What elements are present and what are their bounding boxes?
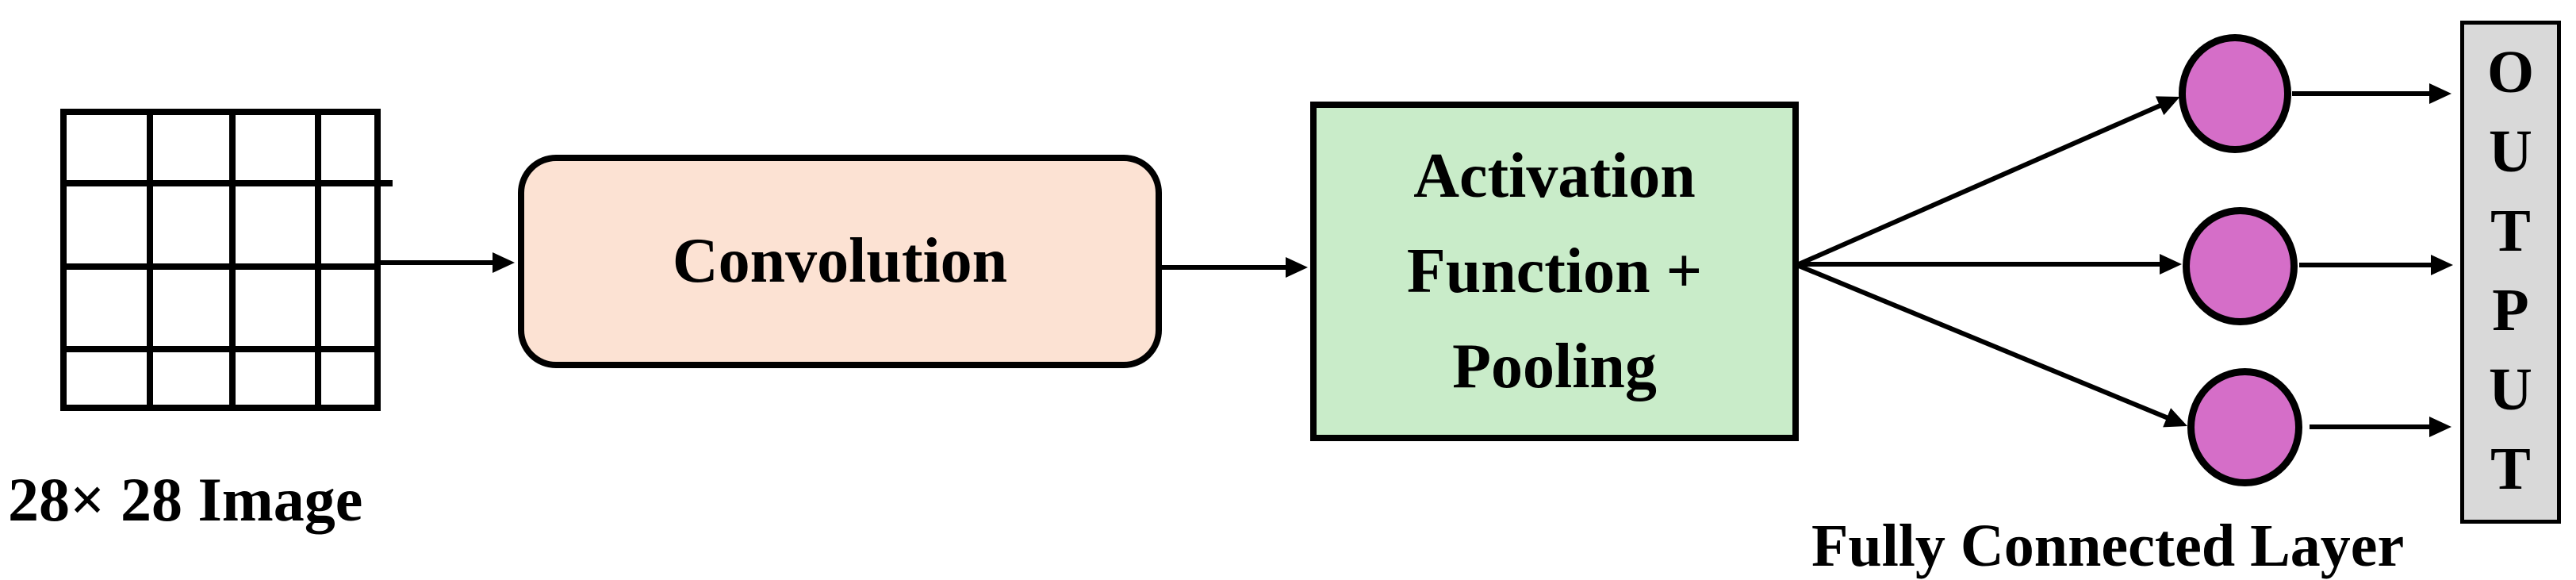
activation-line-2: Function + xyxy=(1406,236,1703,306)
grid-line xyxy=(60,263,381,270)
activation-pooling-box: Activation Function + Pooling xyxy=(1310,102,1799,441)
activation-pooling-label: Activation Function + Pooling xyxy=(1407,129,1702,414)
output-letter-6: T xyxy=(2490,436,2531,502)
grid-line xyxy=(374,109,381,411)
arrow-neuron-1-to-output xyxy=(2292,91,2430,96)
output-letter-4: P xyxy=(2492,277,2529,344)
convolution-label: Convolution xyxy=(672,226,1008,296)
grid-line xyxy=(60,180,381,186)
neuron-2 xyxy=(2183,207,2298,325)
arrow-neuron-3-to-output xyxy=(2310,424,2430,429)
arrow-activation-to-neuron-2 xyxy=(1799,262,2160,267)
convolution-box: Convolution xyxy=(518,155,1162,368)
grid-line xyxy=(147,109,153,411)
output-letter-5: U xyxy=(2489,356,2532,423)
grid-line xyxy=(315,109,321,411)
input-image-label: 28× 28 Image xyxy=(8,465,363,534)
arrow-neuron-2-to-output xyxy=(2299,263,2432,267)
grid-line-overhang xyxy=(381,180,393,186)
grid-line xyxy=(60,405,381,411)
arrow-activation-to-neuron-1 xyxy=(1797,103,2162,267)
input-image-grid xyxy=(60,109,393,411)
grid-line xyxy=(60,109,381,115)
fully-connected-layer-label: Fully Connected Layer xyxy=(1811,513,2405,579)
arrow-activation-to-neuron-3 xyxy=(1797,263,2169,421)
output-letter-3: T xyxy=(2490,198,2531,264)
grid-line xyxy=(60,346,381,352)
activation-line-3: Pooling xyxy=(1452,332,1657,401)
output-box: O U T P U T xyxy=(2460,21,2561,524)
arrow-convolution-to-activation xyxy=(1162,265,1286,270)
grid-line xyxy=(229,109,236,411)
neuron-1 xyxy=(2179,34,2291,153)
activation-line-1: Activation xyxy=(1413,141,1696,211)
grid-line xyxy=(60,109,67,411)
output-letter-2: U xyxy=(2489,118,2532,185)
arrow-input-to-convolution xyxy=(381,260,493,265)
neuron-3 xyxy=(2187,368,2302,486)
output-letter-1: O xyxy=(2486,39,2535,106)
